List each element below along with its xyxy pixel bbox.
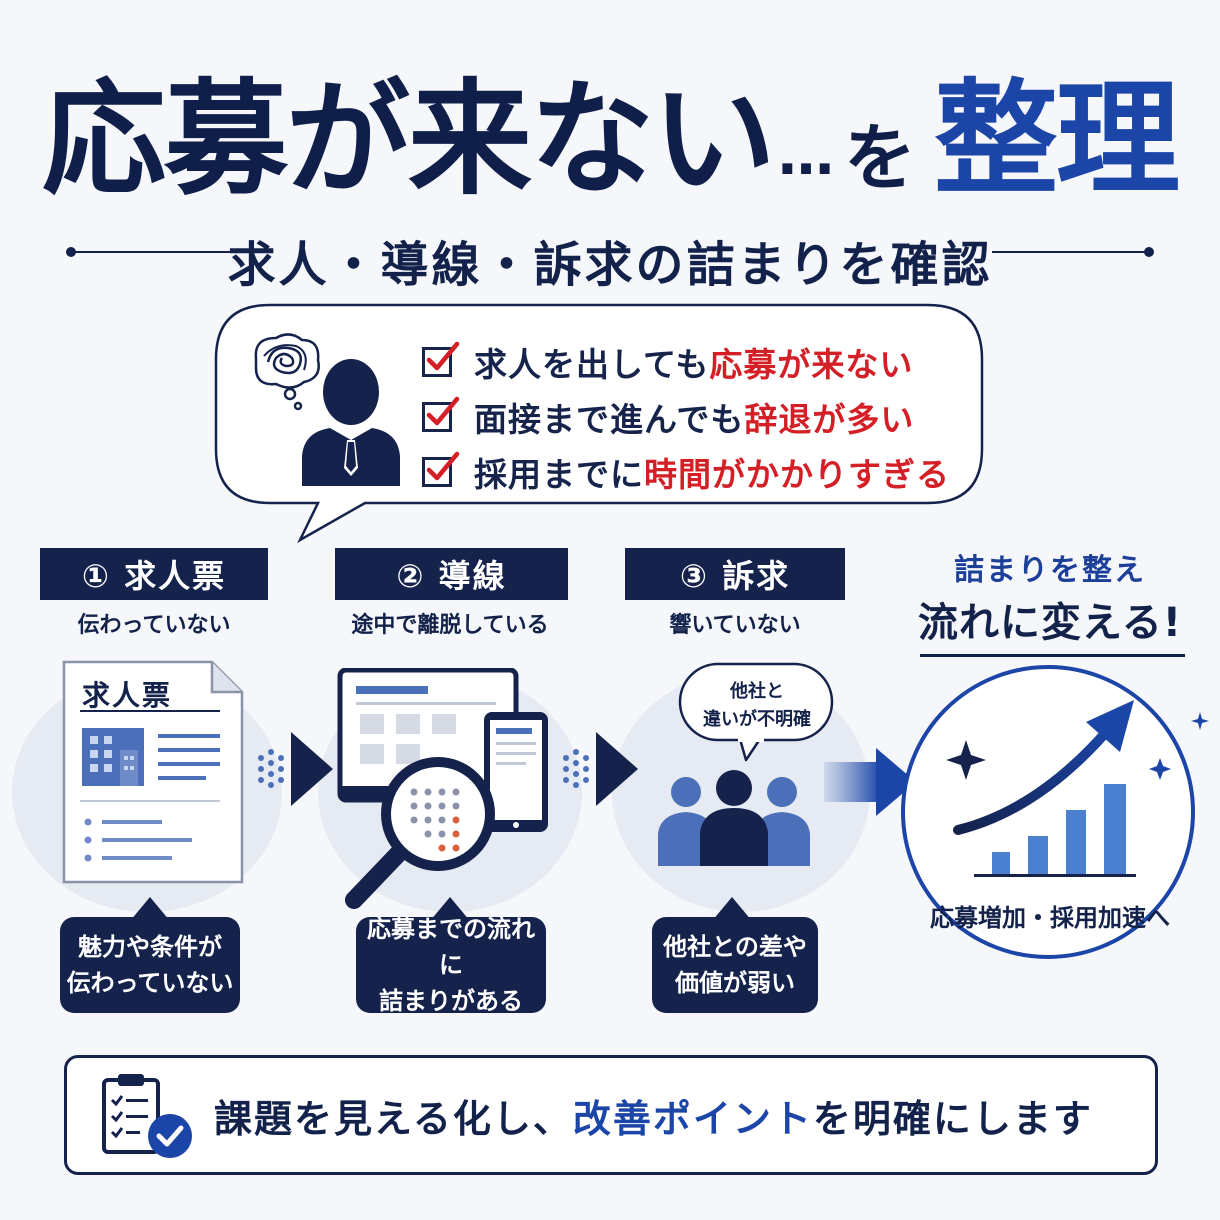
thought-bubble	[678, 662, 834, 762]
title-particle: を	[843, 116, 916, 200]
sparkle-icon	[946, 712, 1209, 780]
checkbox-icon	[422, 341, 460, 377]
summary-text: 課題を見える化し、改善ポイントを明確にします	[214, 1088, 1093, 1143]
growth-chart-icon	[824, 665, 1209, 959]
arrow-right-icon	[258, 732, 333, 806]
step-2-header: ② 導線	[335, 548, 568, 600]
callout-line: 伝わっていない	[66, 969, 234, 997]
step-3-callout: 他社との差や 価値が弱い	[652, 917, 818, 1013]
check-text-highlight: 時間がかかりすぎる	[644, 454, 950, 494]
summary-text-highlight: 改善ポイント	[572, 1097, 813, 1141]
callout-line: 他社との差や	[663, 933, 807, 961]
tablet-icon	[484, 712, 548, 832]
document-title: 求人票	[82, 679, 173, 712]
subtitle-rule-right	[992, 251, 1148, 253]
check-text-plain: 求人を出しても	[474, 344, 710, 384]
thought-bubble-text: 他社と 違いが不明確	[682, 678, 832, 734]
subtitle-dot-right	[1144, 247, 1154, 257]
building-icon	[82, 728, 144, 786]
step-2-sub: 途中で離脱している	[351, 613, 549, 638]
summary-box	[64, 1055, 1158, 1175]
title-main: 応募が来ない	[41, 68, 776, 212]
result-subheading: 詰まりを整え	[954, 553, 1146, 588]
checkbox-icon	[422, 451, 460, 487]
check-text-plain: 採用までに	[474, 454, 644, 494]
callout-line: 詰まりがある	[379, 987, 523, 1015]
summary-text-part1: 課題を見える化し、	[214, 1097, 573, 1141]
callout-line: 応募までの流れに	[367, 915, 535, 979]
speech-bubble	[214, 303, 984, 544]
callout-pointer	[712, 897, 752, 921]
result-label: 応募増加・採用加速へ	[930, 904, 1170, 932]
worry-checklist: 求人を出しても応募が来ない 面接まで進んでも辞退が多い 採用までに時間がかかりす…	[422, 334, 950, 499]
subtitle: 求人・導線・訴求の詰まりを確認	[227, 237, 993, 293]
check-item-1: 求人を出しても応募が来ない	[422, 334, 950, 389]
step-1-sub: 伝わっていない	[77, 613, 231, 638]
businessman-icon	[302, 359, 400, 486]
people-group-icon	[658, 770, 810, 866]
callout-pointer	[130, 897, 170, 921]
clipboard-check-icon	[102, 1074, 192, 1158]
step-3-header: ③ 訴求	[625, 548, 845, 600]
result-heading: 流れに変える!	[917, 600, 1183, 646]
callout-line: 価値が弱い	[675, 969, 795, 997]
magnifier-icon	[345, 757, 495, 909]
step-2-callout: 応募までの流れに 詰まりがある	[356, 915, 546, 1015]
check-text-highlight: 辞退が多い	[744, 399, 915, 439]
thought-line: 違いが不明確	[703, 709, 811, 730]
title-ellipsis: …	[777, 123, 834, 188]
subtitle-dot-left	[66, 247, 76, 257]
worry-scribble-icon	[254, 333, 320, 411]
page-title: 応募が来ない … を 整理	[0, 52, 1220, 202]
thought-line: 他社と	[730, 681, 784, 702]
arrow-right-icon	[563, 732, 638, 806]
check-text-highlight: 応募が来ない	[709, 344, 914, 384]
check-item-3: 採用までに時間がかかりすぎる	[422, 444, 950, 499]
summary-text-part2: を明確にします	[812, 1097, 1093, 1141]
title-accent: 整理	[934, 68, 1180, 212]
document-icon	[62, 660, 244, 884]
step-1-callout: 魅力や条件が 伝わっていない	[60, 917, 240, 1013]
result-rule	[920, 654, 1185, 657]
step-3-sub: 響いていない	[669, 613, 801, 638]
callout-pointer	[430, 897, 470, 921]
check-text-plain: 面接まで進んでも	[474, 399, 745, 439]
step-1-header: ① 求人票	[40, 548, 268, 600]
monitor-icon	[337, 668, 548, 909]
subtitle-rule-left	[72, 251, 230, 253]
checkbox-icon	[422, 396, 460, 432]
check-item-2: 面接まで進んでも辞退が多い	[422, 389, 950, 444]
callout-line: 魅力や条件が	[78, 933, 222, 961]
